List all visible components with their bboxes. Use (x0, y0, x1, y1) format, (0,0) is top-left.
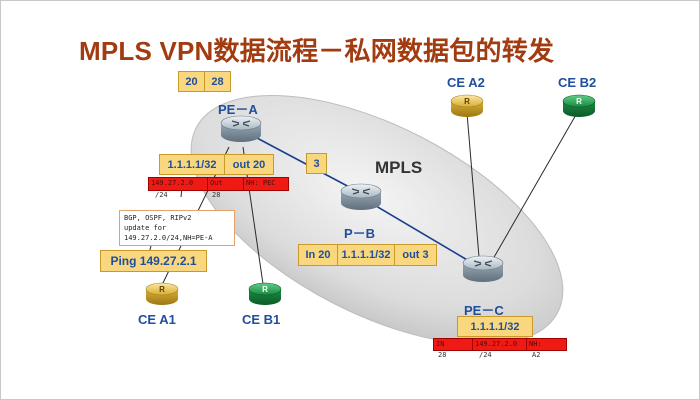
ping-label: Ping 149.27.2.1 (100, 250, 207, 272)
router-r-icon: R (450, 94, 484, 117)
router-label-ce-a2: CE A2 (447, 75, 485, 90)
routing-update-note: BGP, OSPF, RIPv2 update for 149.27.2.0/2… (119, 210, 235, 246)
pe-a-lfib-out: out 20 (224, 154, 274, 175)
pe-a-vrf-label: 28 (212, 191, 221, 199)
link-pe-c-ce-b2 (492, 112, 578, 260)
label-stack-inner: 20 (178, 71, 205, 92)
note-line: update for (124, 224, 167, 232)
pe-a-vrf-prefix: 149.27.2.0 (148, 177, 208, 191)
link-label-box: 3 (306, 153, 327, 174)
pe-c-lfib-fec: 1.1.1.1/32 (457, 316, 533, 337)
pe-a-vrf-mask: /24 (155, 191, 168, 199)
svg-text:R: R (262, 285, 268, 294)
pe-c-vrf-prefix: 149.27.2.0 (472, 338, 527, 351)
note-line: BGP, OSPF, RIPv2 (124, 214, 192, 222)
link-p-b-pe-c (370, 202, 470, 262)
pe-a-lfib-fec: 1.1.1.1/32 (159, 154, 225, 175)
router-icon (462, 255, 504, 282)
pe-c-vrf-in-label: 28 (438, 351, 447, 359)
label-stack-outer: 28 (204, 71, 231, 92)
p-b-lfib-in: In 20 (298, 244, 338, 266)
router-icon (340, 183, 382, 210)
pe-a-vrf-nh: NH: PEC (243, 177, 289, 191)
mpls-cloud-label: MPLS (375, 158, 423, 177)
links (256, 137, 470, 262)
pe-c-vrf-in: IN (433, 338, 473, 351)
p-b-lfib-out: out 3 (394, 244, 437, 266)
router-r-icon: R (145, 282, 179, 305)
router-label-ce-b2: CE B2 (558, 75, 597, 90)
link-pe-a-p-b (256, 137, 354, 190)
mpls-cloud (190, 94, 564, 346)
router-r-icon: R (562, 94, 596, 117)
router-icon (220, 115, 262, 142)
svg-text:R: R (576, 97, 582, 106)
p-b-lfib-fec: 1.1.1.1/32 (337, 244, 395, 266)
svg-text:R: R (464, 97, 470, 106)
router-label-ce-a1: CE A1 (138, 312, 176, 327)
router-label-p-b: P－B (344, 226, 376, 241)
link-pe-c-ce-a2 (466, 112, 480, 258)
router-label-pe-c: PE－C (464, 303, 504, 318)
router-label-ce-b1: CE B1 (242, 312, 281, 327)
pe-c-vrf-nh-value: A2 (532, 351, 541, 359)
note-line: 149.27.2.0/24,NH=PE-A (124, 234, 213, 242)
router-label-pe-a: PE－A (218, 102, 258, 117)
router-r-icon: R (248, 282, 282, 305)
svg-text:R: R (159, 285, 165, 294)
pe-a-vrf-out: Out (207, 177, 244, 191)
pe-c-vrf-mask: /24 (479, 351, 492, 359)
pe-c-vrf-nh: NH: (526, 338, 567, 351)
page-title: MPLS VPN数据流程－私网数据包的转发 (79, 36, 555, 66)
